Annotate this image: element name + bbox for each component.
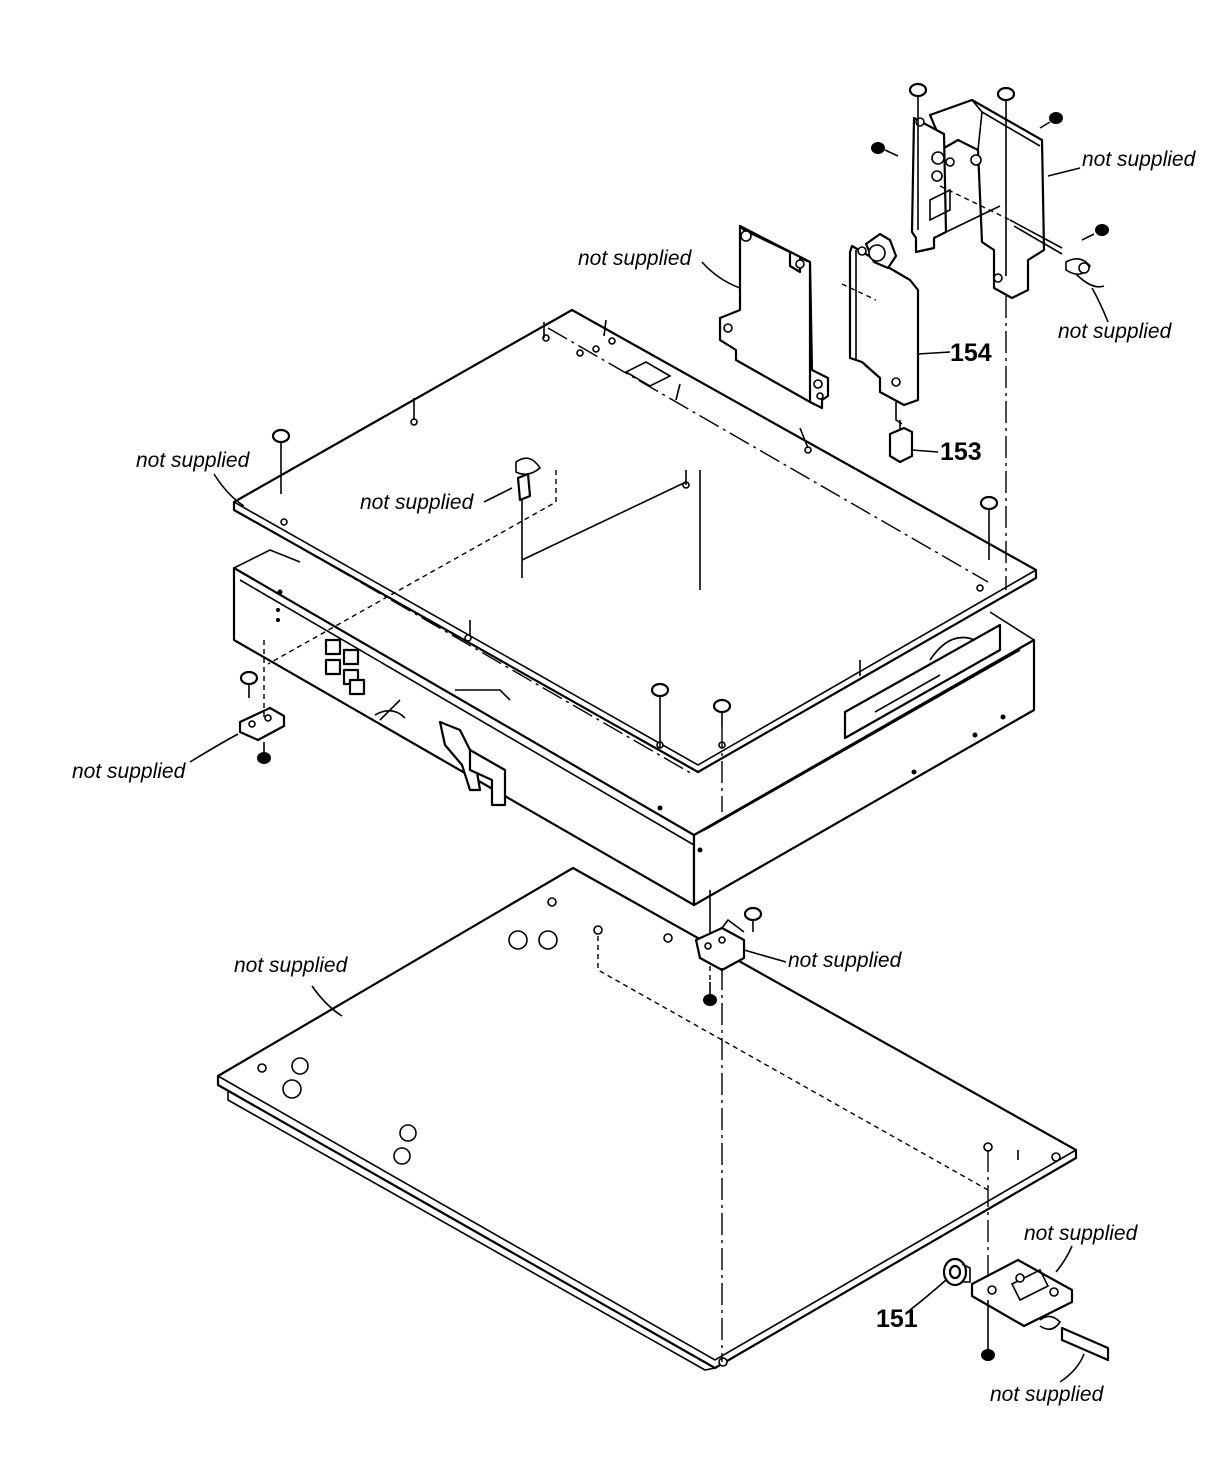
screw-icon [743, 906, 763, 932]
label-not-supplied: not supplied [72, 760, 187, 783]
bracket-assembly [910, 98, 1105, 300]
label-not-supplied: not supplied [234, 954, 349, 977]
screw-icon [271, 428, 291, 456]
screws [239, 82, 1109, 1361]
hinge-bracket [970, 1258, 1110, 1362]
leader-lines [189, 167, 1109, 1383]
screw-icon [979, 495, 999, 522]
label-not-supplied: not supplied [788, 949, 903, 972]
connector-153 [888, 420, 914, 464]
assembly-lines [263, 110, 1007, 1362]
wire-clamp [515, 457, 542, 510]
labels: not supplied not supplied not supplied 1… [72, 148, 1197, 1406]
label-not-supplied: not supplied [990, 1383, 1105, 1406]
screw-icon [712, 698, 732, 726]
screw-icon [1039, 112, 1063, 129]
label-not-supplied: not supplied [578, 247, 693, 270]
screw-icon [1081, 224, 1109, 241]
screw-icon [981, 1336, 995, 1361]
spacer-151 [942, 1257, 971, 1287]
label-part-154: 154 [950, 339, 992, 367]
label-not-supplied: not supplied [1024, 1222, 1139, 1245]
shield-plate [718, 224, 830, 410]
screw-icon [650, 682, 670, 710]
screw-icon [257, 742, 271, 764]
screw-icon [908, 82, 928, 110]
screw-icon [703, 982, 717, 1006]
center-bracket [694, 918, 746, 972]
label-not-supplied: not supplied [1058, 320, 1173, 343]
screw-icon [871, 142, 899, 157]
label-part-151: 151 [876, 1305, 918, 1333]
label-not-supplied: not supplied [1082, 148, 1197, 171]
chassis-box [232, 549, 1036, 907]
pcb-board-154 [841, 232, 920, 425]
screw-icon [239, 670, 259, 698]
bottom-plate [216, 866, 1078, 1371]
screw-icon [996, 86, 1016, 112]
label-part-153: 153 [940, 438, 982, 466]
left-bracket [238, 706, 286, 742]
top-cover [232, 308, 1038, 774]
label-not-supplied: not supplied [360, 491, 475, 514]
label-not-supplied: not supplied [136, 449, 251, 472]
